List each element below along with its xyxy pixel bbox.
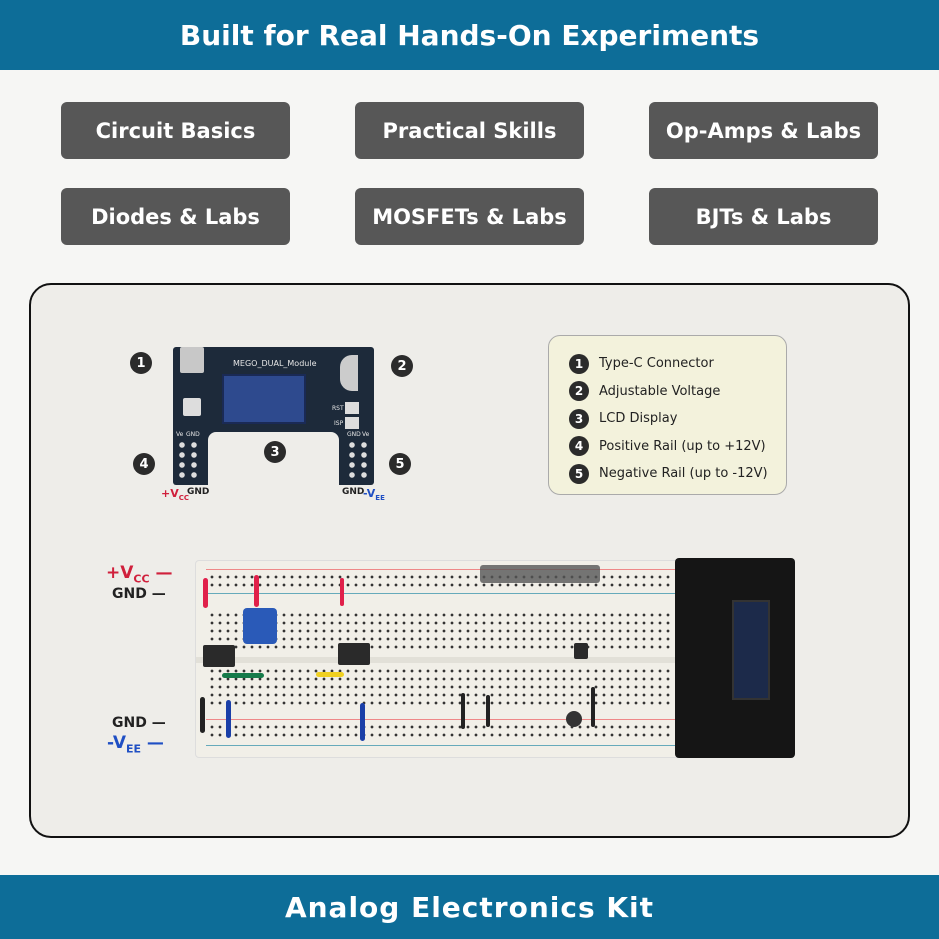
legend-item: 3 LCD Display <box>569 405 786 433</box>
rst-label: RST <box>332 405 344 412</box>
blue-jumper-wire <box>226 700 231 738</box>
vee-label: -V <box>363 487 376 500</box>
lcd-display-icon <box>222 374 306 424</box>
op-amp-chip <box>338 643 370 665</box>
bottom-rail-holes <box>208 723 673 741</box>
rail-line-blue <box>206 745 676 746</box>
legend-label: Positive Rail (up to +12V) <box>599 438 766 454</box>
breadboard <box>195 560 686 758</box>
isp-button-icon <box>345 417 359 429</box>
center-channel <box>196 657 686 663</box>
bb-vee-label: -V <box>107 733 126 753</box>
bb-gnd-bottom-text: GND <box>112 715 147 731</box>
footer-banner: Analog Electronics Kit <box>0 875 939 939</box>
legend-item: 5 Negative Rail (up to -12V) <box>569 460 786 488</box>
legend-label: Type-C Connector <box>599 356 714 372</box>
isp-label: ISP <box>334 420 344 427</box>
ve-label-right: Ve <box>362 431 370 438</box>
rail-line-blue <box>206 593 676 594</box>
callout-1: 1 <box>130 352 152 374</box>
legend-number: 1 <box>569 353 589 374</box>
black-jumper-wire <box>591 687 595 727</box>
vee-sub: EE <box>375 494 385 503</box>
vcc-label: +V <box>161 487 179 500</box>
legend-item: 2 Adjustable Voltage <box>569 378 786 406</box>
bottom-terminal-holes <box>208 667 673 709</box>
capacitor <box>566 711 582 727</box>
positive-rail-header <box>176 440 200 480</box>
push-button-icon <box>183 398 201 416</box>
topic-circuit-basics: Circuit Basics <box>61 102 290 159</box>
topic-bjts: BJTs & Labs <box>649 188 878 245</box>
green-jumper-wire <box>222 673 264 678</box>
type-c-connector-icon <box>180 347 204 373</box>
header-title: Built for Real Hands-On Experiments <box>179 18 760 52</box>
gnd-label-bottom-right: GND <box>342 487 365 497</box>
legend-label: LCD Display <box>599 411 678 427</box>
header-banner: Built for Real Hands-On Experiments <box>0 0 939 70</box>
vcc-sub: CC <box>178 494 190 503</box>
negative-rail-header <box>346 440 370 480</box>
legend-item: 1 Type-C Connector <box>569 350 786 378</box>
top-terminal-holes <box>208 611 673 653</box>
rail-line-red <box>206 719 676 720</box>
callout-4: 4 <box>133 453 155 475</box>
legend-number: 5 <box>569 463 589 484</box>
op-amp-chip <box>203 645 235 667</box>
ve-label-left: Ve <box>176 431 184 438</box>
push-button <box>574 643 588 659</box>
legend-number: 2 <box>569 381 589 402</box>
callout-3: 3 <box>264 441 286 463</box>
bb-gnd-bottom-label: GND — <box>112 715 166 731</box>
black-jumper-wire <box>461 693 465 729</box>
legend-number: 4 <box>569 436 589 457</box>
blue-jumper-wire <box>360 703 365 741</box>
black-jumper-wire <box>200 697 205 733</box>
bb-vee-sub: EE <box>125 742 142 756</box>
topic-practical-skills: Practical Skills <box>355 102 584 159</box>
potentiometer-knob-icon <box>340 355 358 391</box>
rst-button-icon <box>345 402 359 414</box>
callout-5: 5 <box>389 453 411 475</box>
potentiometer <box>243 608 277 644</box>
module-lcd-display <box>732 600 770 700</box>
topic-diodes: Diodes & Labs <box>61 188 290 245</box>
yellow-jumper-wire <box>316 672 344 677</box>
top-rail-holes <box>208 573 673 591</box>
legend-label: Negative Rail (up to -12V) <box>599 466 768 482</box>
module-board-label: MEGO_DUAL_Module <box>233 359 317 368</box>
gnd-label-bottom-left: GND <box>187 487 210 497</box>
gnd-label-left: GND <box>186 431 200 438</box>
topic-mosfets: MOSFETs & Labs <box>355 188 584 245</box>
jumper-cable <box>480 565 600 583</box>
legend-item: 4 Positive Rail (up to +12V) <box>569 433 786 461</box>
legend-label: Adjustable Voltage <box>599 383 721 399</box>
topic-op-amps: Op-Amps & Labs <box>649 102 878 159</box>
bb-vcc-sub: CC <box>133 572 150 586</box>
gnd-label-right: GND <box>347 431 361 438</box>
legend-number: 3 <box>569 408 589 429</box>
rail-line-red <box>206 569 676 570</box>
red-jumper-wire <box>254 575 259 607</box>
bb-vcc-label: +V <box>106 563 134 583</box>
red-jumper-wire <box>340 578 344 606</box>
red-jumper-wire <box>203 578 208 608</box>
black-jumper-wire <box>486 695 490 727</box>
bb-gnd-top-text: GND <box>112 586 147 602</box>
callout-2: 2 <box>391 355 413 377</box>
bb-gnd-top-label: GND — <box>112 586 166 602</box>
footer-title: Analog Electronics Kit <box>284 890 655 924</box>
